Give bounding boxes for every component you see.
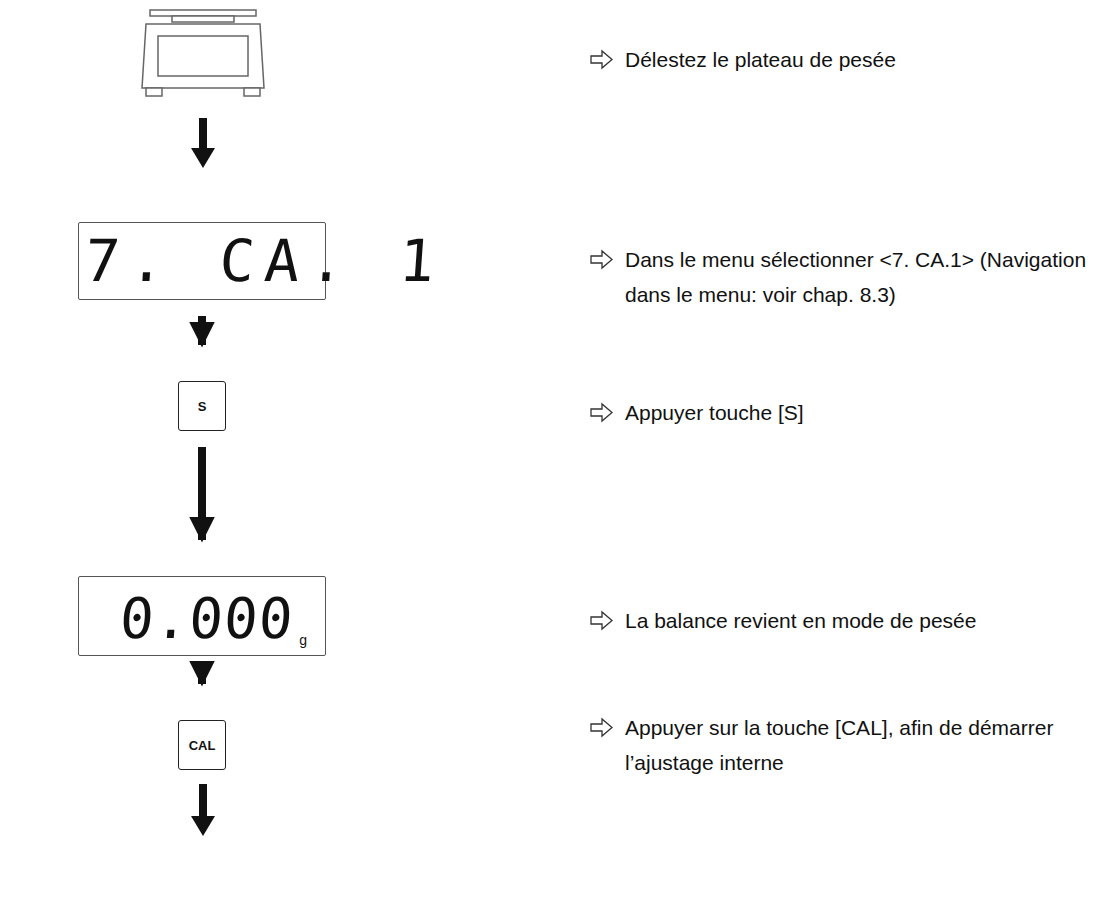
instruction-text: Dans le menu sélectionner <7. CA.1> (Nav…: [625, 242, 1095, 312]
instruction-text: Appuyer touche [S]: [625, 395, 1095, 430]
bullet-arrow: [591, 251, 612, 268]
scale-foot: [244, 88, 260, 96]
instruction-text: Appuyer sur la touche [CAL], afin de dém…: [625, 710, 1095, 780]
bullet-arrow: [591, 51, 612, 68]
scale-window: [158, 36, 248, 76]
arrow-head: [191, 148, 215, 168]
arrow-head: [191, 816, 215, 836]
bullet-arrow: [591, 404, 612, 421]
scale-foot: [146, 88, 162, 96]
unit-symbol: g: [299, 633, 307, 647]
display-readout: 7. CA. 1: [83, 227, 447, 295]
lcd-display: 7. CA. 1: [78, 222, 326, 300]
instruction-text: La balance revient en mode de pesée: [625, 603, 1095, 638]
scale-plate: [150, 10, 256, 16]
flow-arrow: [198, 316, 206, 345]
scale-illustration: [142, 10, 264, 96]
flow-arrow: [198, 447, 206, 540]
arrow-shaft: [199, 118, 207, 150]
key-label: CAL: [189, 738, 216, 753]
bullet-arrow: [591, 719, 612, 736]
flow-arrow: [198, 672, 206, 684]
scale-body: [142, 24, 264, 88]
bullet-arrows: [591, 51, 612, 736]
scale-plate-support: [172, 16, 234, 22]
display-readout: 0.000: [118, 591, 295, 647]
key-button: S: [178, 381, 226, 431]
flow-arrow: [191, 118, 215, 168]
lcd-display: 0.000 g: [78, 576, 326, 656]
key-label: S: [198, 399, 207, 414]
flow-arrow: [191, 784, 215, 836]
key-button: CAL: [178, 720, 226, 770]
bullet-arrow: [591, 612, 612, 629]
arrow-shaft: [199, 784, 207, 818]
instruction-text: Délestez le plateau de pesée: [625, 42, 1095, 77]
